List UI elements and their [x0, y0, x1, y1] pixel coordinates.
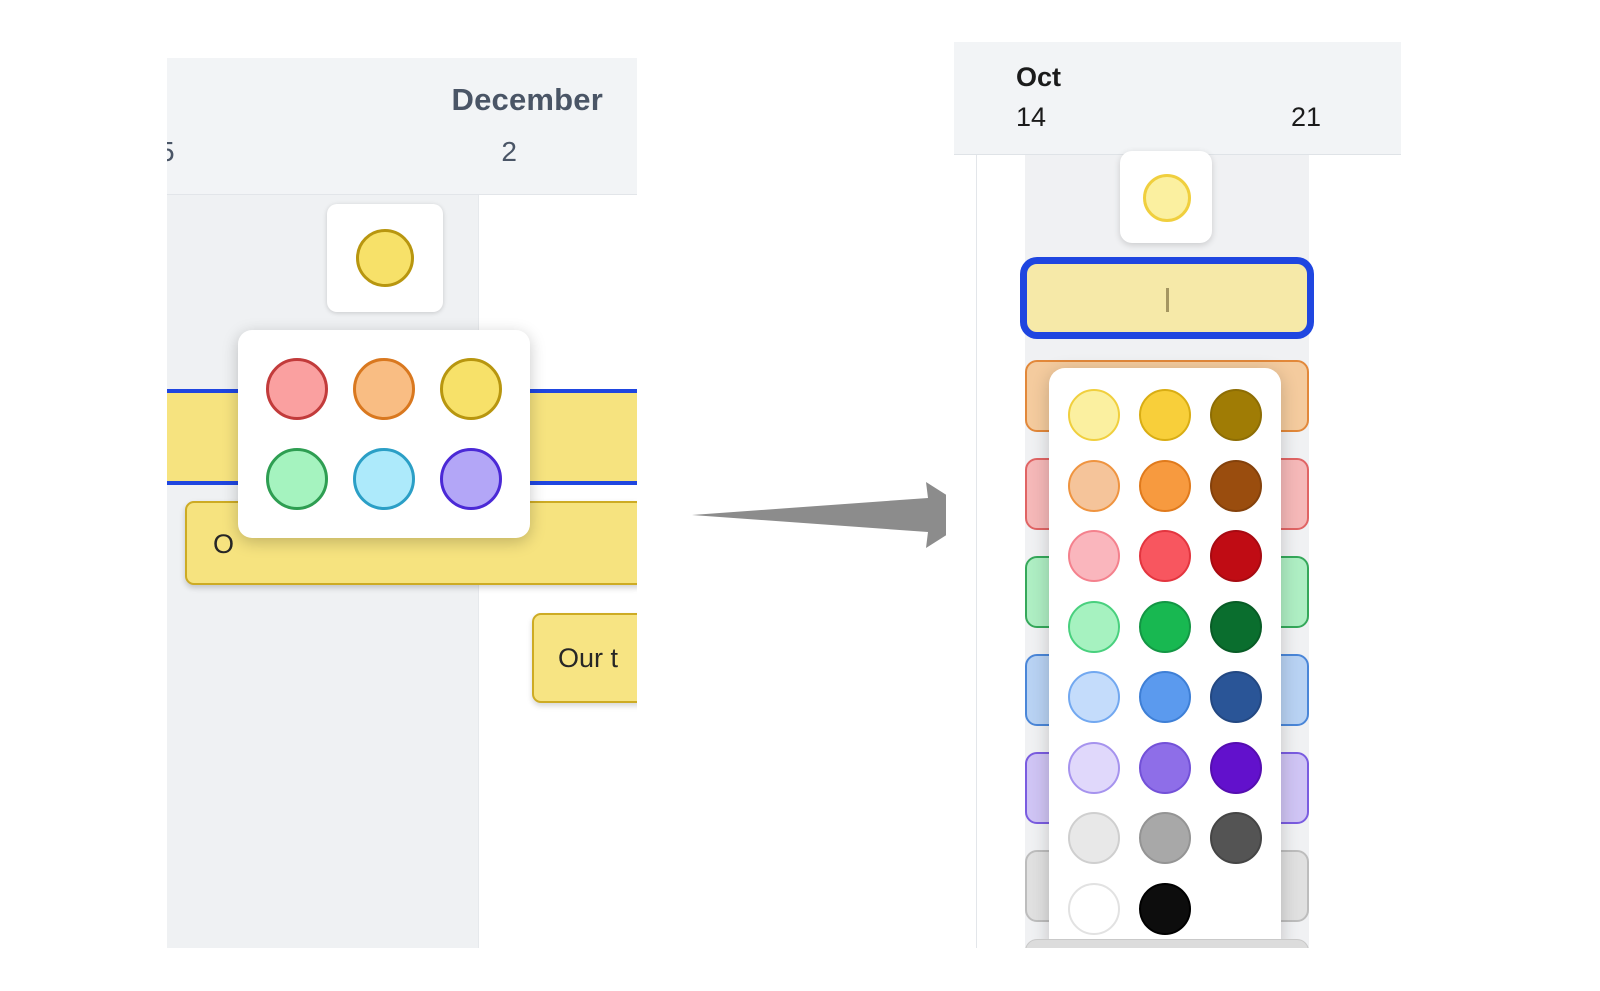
color-swatch-light-purple[interactable] [1068, 741, 1121, 794]
color-swatch-orange[interactable] [352, 358, 415, 420]
color-swatch-blue[interactable] [352, 448, 415, 510]
color-swatch-grid[interactable] [238, 330, 530, 538]
color-swatch-white[interactable] [1068, 882, 1121, 935]
color-swatch-dark-red[interactable] [1209, 530, 1262, 583]
color-swatch-dark-purple[interactable] [1209, 741, 1262, 794]
color-swatch-dark-blue[interactable] [1209, 671, 1262, 724]
color-swatch-red[interactable] [266, 358, 329, 420]
color-swatch-light-yellow[interactable] [1068, 389, 1121, 442]
color-swatch-light-green[interactable] [1068, 600, 1121, 653]
calendar-header: Oct 14 21 [954, 42, 1401, 155]
current-color-circle-icon [356, 229, 414, 287]
day-number-left: 14 [1016, 102, 1047, 132]
month-label: December [451, 82, 603, 117]
color-swatch-yellow[interactable] [1138, 389, 1191, 442]
color-swatch-trigger-button[interactable] [327, 204, 443, 312]
current-color-circle-icon [1143, 174, 1191, 222]
color-swatch-light-blue[interactable] [1068, 671, 1121, 724]
color-swatch-gray[interactable] [1138, 812, 1191, 865]
color-swatch-purple[interactable] [1138, 741, 1191, 794]
event-chip-handle [1166, 288, 1169, 312]
color-swatch-grid[interactable] [1049, 368, 1281, 948]
color-swatch-blue[interactable] [1138, 671, 1191, 724]
color-swatch-light-gray[interactable] [1068, 812, 1121, 865]
color-swatch-dark-gray[interactable] [1209, 812, 1262, 865]
month-label: Oct [1016, 62, 1062, 92]
color-swatch-light-red[interactable] [1068, 530, 1121, 583]
calendar-after-panel: Oct 14 21 Light Gray [946, 42, 1401, 948]
event-title: Our t [558, 643, 619, 673]
color-swatch-red[interactable] [1138, 530, 1191, 583]
color-swatch-dark-orange[interactable] [1209, 459, 1262, 512]
color-swatch-purple[interactable] [439, 448, 502, 510]
color-swatch-light-orange[interactable] [1068, 459, 1121, 512]
color-name-tooltip: Light Gray [1025, 939, 1309, 948]
day-number-right: 21 [1290, 102, 1321, 132]
color-swatch-green[interactable] [266, 448, 329, 510]
calendar-before-panel: December 5 2 O Our t [167, 58, 637, 948]
calendar-time-gutter [954, 155, 977, 948]
color-swatch-green[interactable] [1138, 600, 1191, 653]
color-swatch-yellow[interactable] [439, 358, 502, 420]
transition-arrow-icon [690, 480, 980, 550]
calendar-header: December 5 2 [167, 58, 637, 195]
color-swatch-dark-green[interactable] [1209, 600, 1262, 653]
calendar-body: Light Gray [954, 151, 1401, 948]
color-swatch-trigger-button[interactable] [1120, 151, 1212, 243]
event-chip[interactable] [1025, 262, 1309, 334]
color-swatch-black[interactable] [1138, 882, 1191, 935]
color-swatch-dark-yellow[interactable] [1209, 389, 1262, 442]
day-number-right: 2 [501, 136, 517, 167]
calendar-event-block[interactable]: Our t [532, 613, 637, 703]
day-number-left: 5 [167, 136, 175, 168]
color-swatch-orange[interactable] [1138, 459, 1191, 512]
event-title: O [213, 529, 235, 559]
color-picker-popup-full[interactable] [1049, 368, 1281, 948]
color-picker-popup-basic[interactable] [238, 330, 530, 538]
